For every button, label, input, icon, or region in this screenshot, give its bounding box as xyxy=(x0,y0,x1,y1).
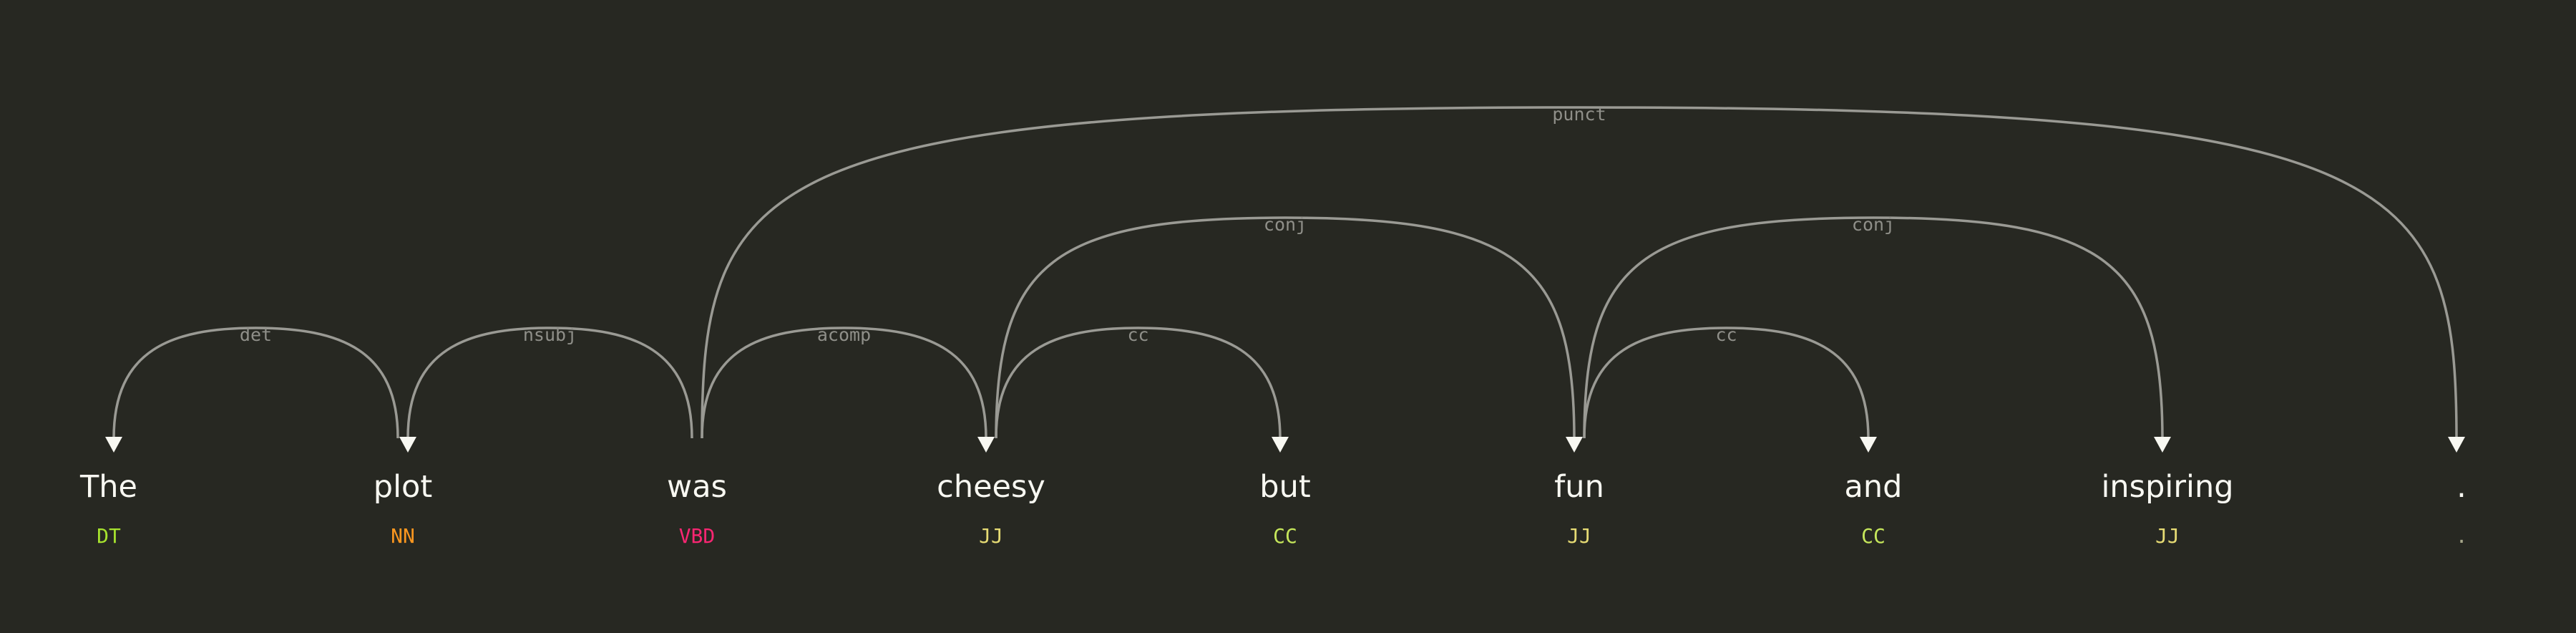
arc-label: cc xyxy=(1127,324,1148,345)
token-pos-tag: CC xyxy=(1273,524,1297,548)
dependency-arc xyxy=(1583,216,2164,439)
token-pos-tag: JJ xyxy=(979,524,1003,548)
arrowhead-icon xyxy=(399,437,416,453)
dependency-arc xyxy=(701,106,2458,439)
arc-label: conj xyxy=(1264,214,1307,235)
dependency-arc xyxy=(112,327,399,439)
token-pos-tag: NN xyxy=(391,524,415,548)
arrowhead-icon xyxy=(1860,437,1877,453)
token-word: plot xyxy=(374,469,432,505)
token-pos-tag: . xyxy=(2456,524,2468,548)
arc-label: det xyxy=(240,324,272,345)
token-word: . xyxy=(2457,469,2467,505)
arcs-layer: det nsubj acomp cc conj cc conj punct xyxy=(105,104,2465,453)
dependency-arc xyxy=(995,216,1576,439)
token-word: but xyxy=(1259,469,1310,505)
arc-label: nsubj xyxy=(523,324,577,345)
token-pos-tag: DT xyxy=(97,524,121,548)
arrowhead-icon xyxy=(977,437,995,453)
arc-label: cc xyxy=(1715,324,1737,345)
token-word: inspiring xyxy=(2101,469,2233,505)
dependency-arc xyxy=(1583,327,1870,439)
dependency-arc xyxy=(406,327,693,439)
arrowhead-icon xyxy=(1272,437,1289,453)
arc-label: punct xyxy=(1552,104,1606,125)
token-word: fun xyxy=(1554,469,1604,505)
token-pos-tag: JJ xyxy=(1567,524,1591,548)
dependency-arc xyxy=(995,327,1282,439)
token-word: cheesy xyxy=(937,469,1045,505)
arrowhead-icon xyxy=(1566,437,1583,453)
token: .. xyxy=(2456,469,2468,548)
dependency-arc xyxy=(701,327,987,439)
token-pos-tag: VBD xyxy=(679,524,716,548)
token-pos-tag: CC xyxy=(1861,524,1885,548)
token-pos-tag: JJ xyxy=(2155,524,2180,548)
arc-label: acomp xyxy=(817,324,871,345)
arrowhead-icon xyxy=(2154,437,2171,453)
arrowhead-icon xyxy=(105,437,122,453)
arc-label: conj xyxy=(1852,214,1895,235)
token-word: The xyxy=(79,469,137,505)
arrowhead-icon xyxy=(2448,437,2465,453)
token-word: and xyxy=(1845,469,1903,505)
token-word: was xyxy=(667,469,727,505)
